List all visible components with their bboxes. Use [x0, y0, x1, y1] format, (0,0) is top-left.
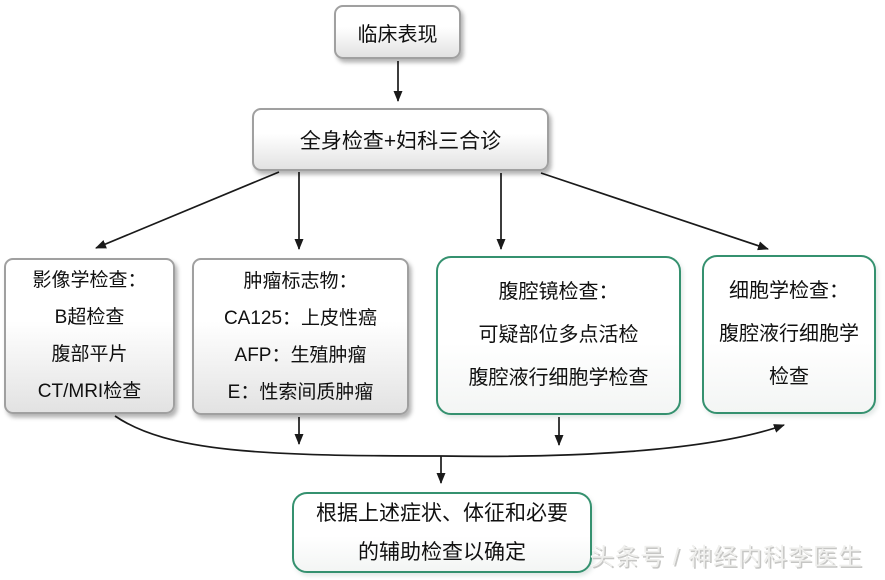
node-line: 根据上述症状、体征和必要 [316, 501, 568, 525]
node-line: AFP：生殖肿瘤 [234, 344, 367, 366]
arrow-exam-to-imaging [95, 171, 280, 249]
arrow-exam-to-cytology [540, 172, 769, 251]
node-clinical-manifestation: 临床表现 [334, 5, 461, 59]
node-cytology-exam: 细胞学检查： 腹腔液行细胞学 检查 [702, 255, 876, 414]
node-line: 腹腔液行细胞学检查 [468, 367, 649, 389]
node-imaging-exam: 影像学检查： B超检查 腹部平片 CT/MRI检查 [4, 258, 175, 414]
node-conclusion: 根据上述症状、体征和必要 的辅助检查以确定 [292, 492, 592, 573]
node-line: 的辅助检查以确定 [358, 540, 526, 564]
node-line: 可疑部位多点活检 [478, 324, 639, 346]
node-laparoscopy-exam: 腹腔镜检查： 可疑部位多点活检 腹腔液行细胞学检查 [436, 256, 681, 415]
watermark: 头条号 / 神经内科李医生 [589, 544, 863, 571]
node-line: E：性索间质肿瘤 [227, 381, 374, 403]
node-line: 腹部平片 [51, 344, 128, 365]
node-line: 临床表现 [357, 23, 438, 46]
node-general-exam: 全身检查+妇科三合诊 [252, 108, 549, 171]
node-line: 影像学检查： [32, 270, 147, 291]
node-line: CT/MRI检查 [37, 381, 142, 402]
node-line: 检查 [769, 366, 809, 388]
node-line: 腹腔液行细胞学 [719, 323, 859, 345]
node-line: 全身检查+妇科三合诊 [299, 129, 502, 153]
node-line: CA125：上皮性癌 [223, 307, 378, 329]
connector-imaging-curve [114, 415, 442, 457]
node-line: 肿瘤标志物： [243, 270, 358, 292]
node-line: 腹腔镜检查： [498, 281, 619, 303]
arrow-connector-to-cytology [440, 424, 785, 458]
node-line: 细胞学检查： [729, 280, 849, 302]
node-tumor-markers: 肿瘤标志物： CA125：上皮性癌 AFP：生殖肿瘤 E：性索间质肿瘤 [192, 258, 409, 415]
node-line: B超检查 [54, 307, 125, 328]
